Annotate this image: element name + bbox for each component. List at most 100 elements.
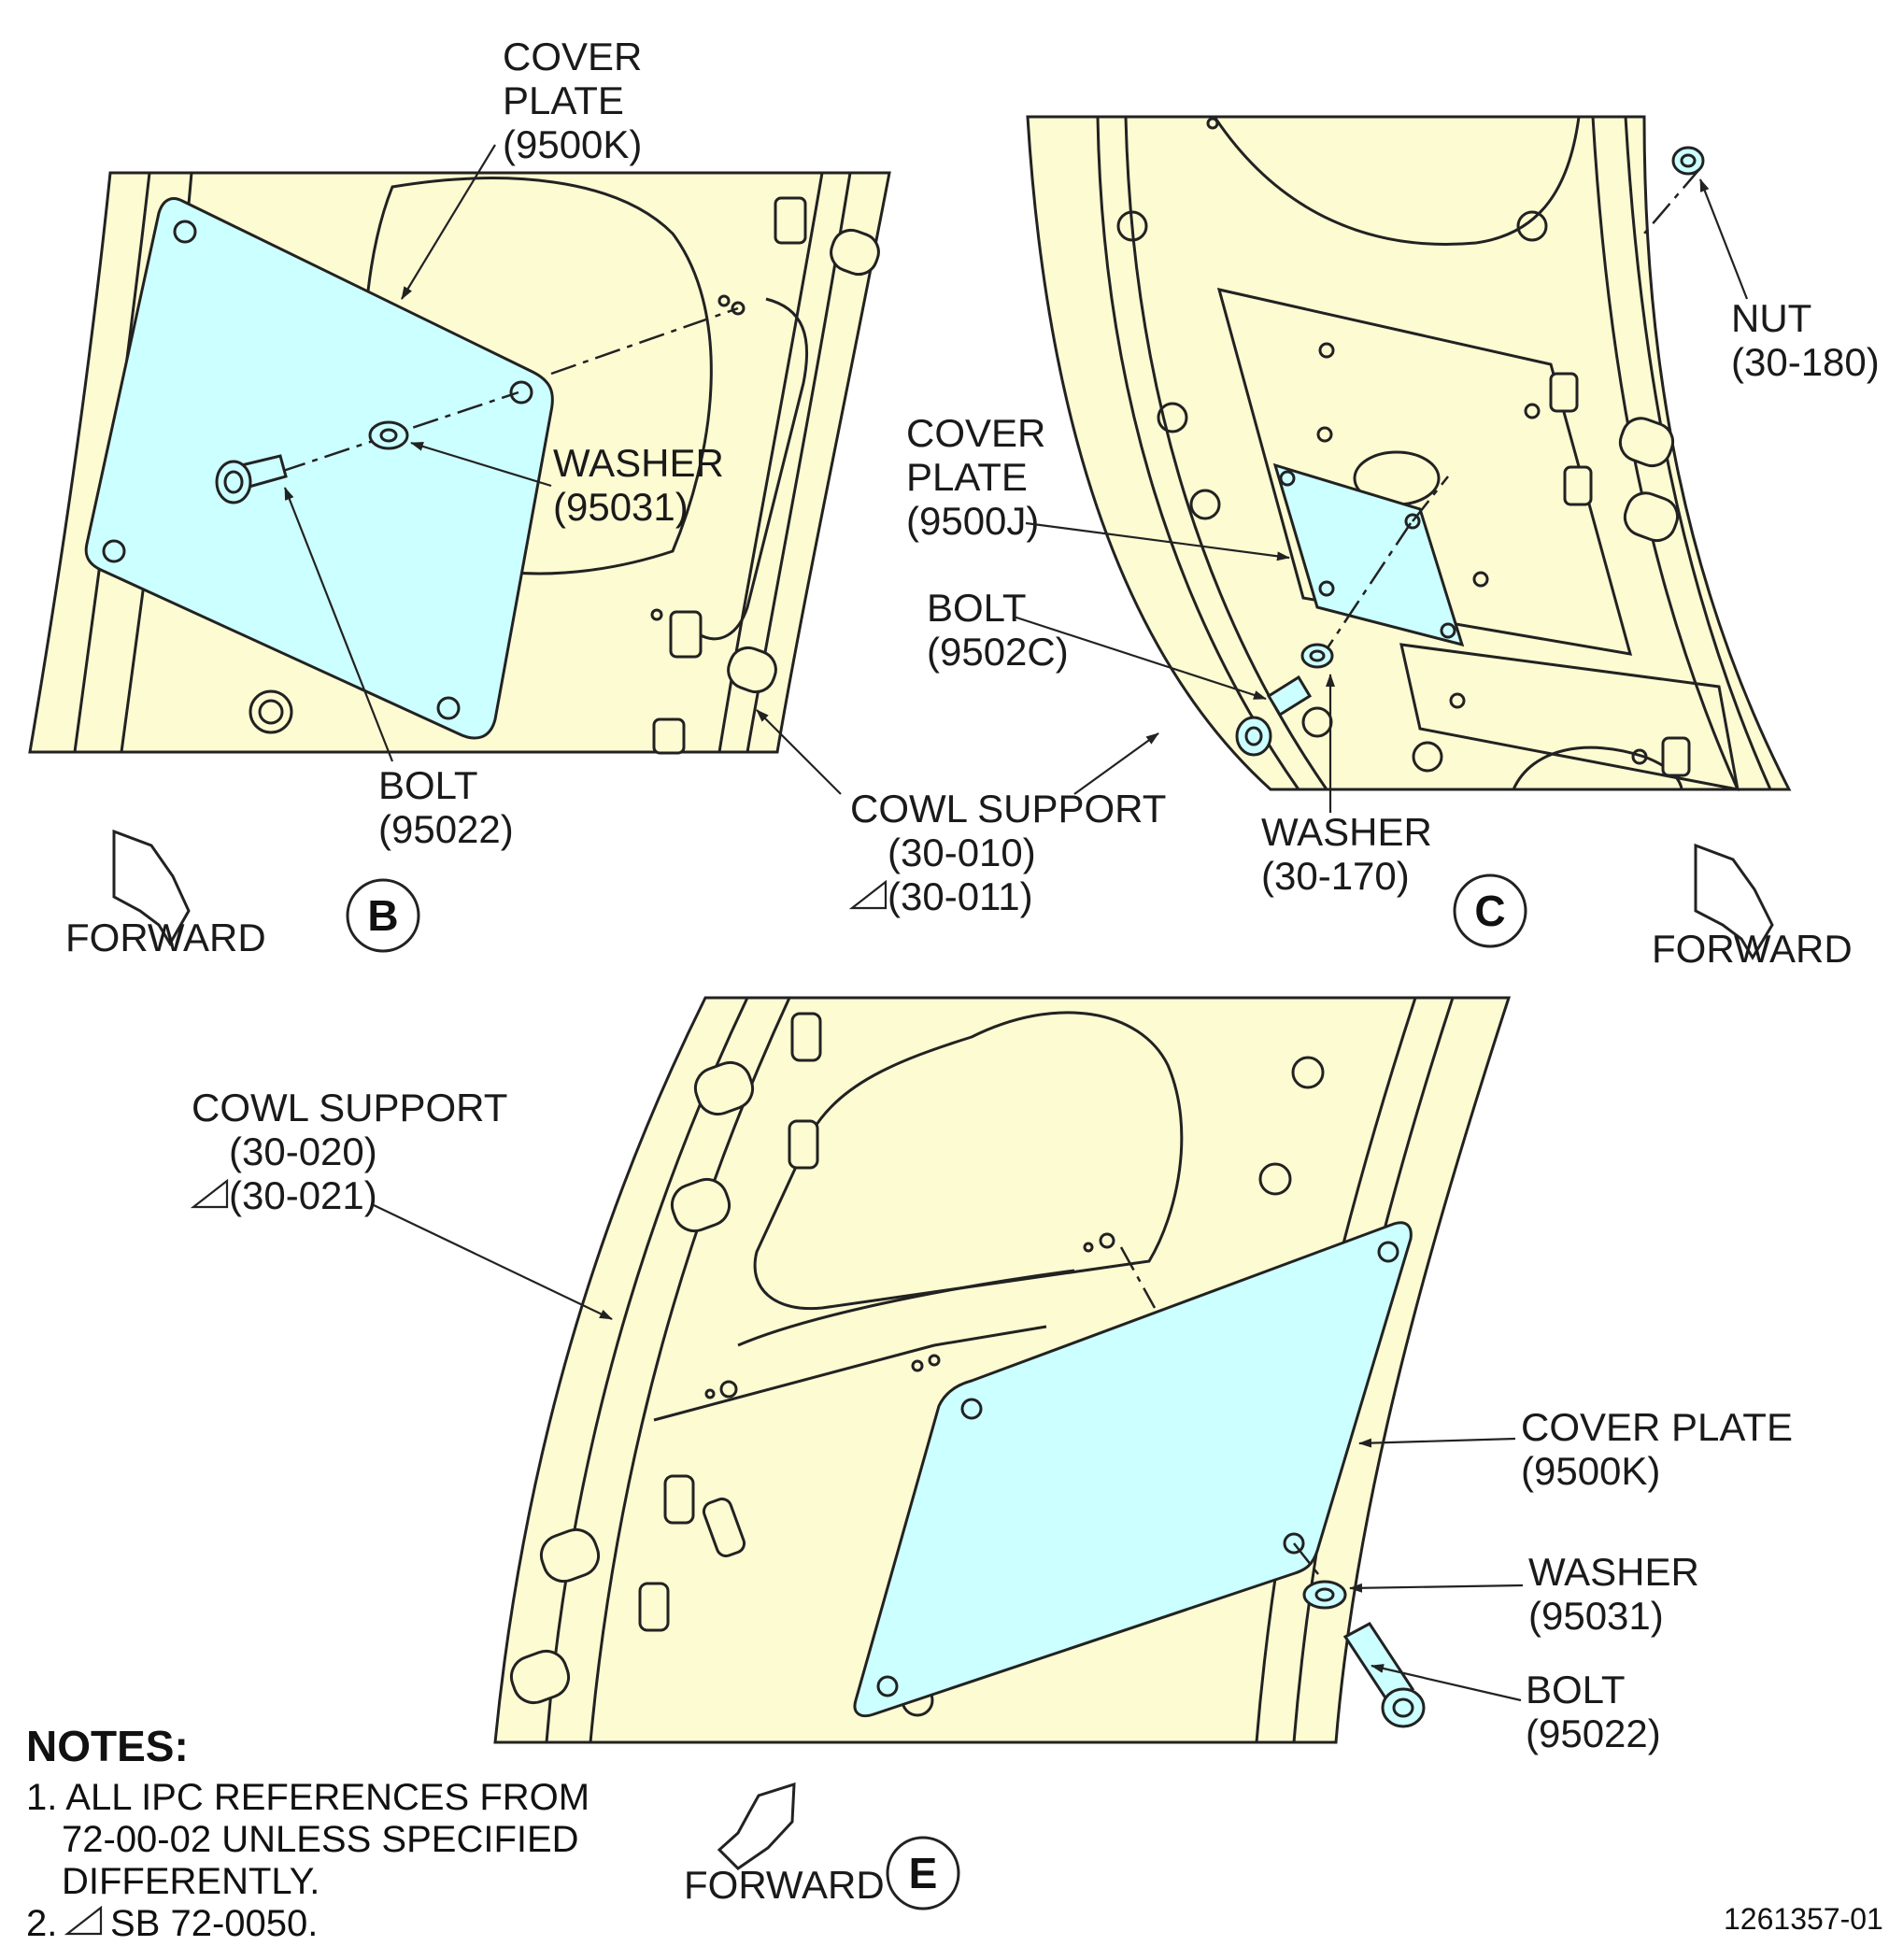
svg-text:(30-011): (30-011) [888, 874, 1033, 918]
svg-text:(30-021): (30-021) [229, 1173, 377, 1217]
label-e-washer-1: WASHER [1528, 1550, 1699, 1594]
svg-text:WASHER: WASHER [1261, 810, 1432, 854]
svg-text:COVER PLATE: COVER PLATE [1521, 1405, 1793, 1449]
svg-text:(30-180): (30-180) [1731, 340, 1880, 384]
view-e-id: E [909, 1849, 938, 1897]
svg-text:(9500K): (9500K) [1521, 1449, 1660, 1493]
bolt-c [1235, 675, 1313, 757]
svg-text:C: C [1474, 887, 1505, 935]
view-b-id: B [367, 891, 398, 940]
forward-arrow-b [112, 829, 191, 946]
svg-text:PLATE: PLATE [906, 455, 1028, 499]
label-b-bolt-1: BOLT [378, 763, 478, 807]
svg-text:BOLT: BOLT [927, 586, 1027, 630]
cover-plate-b [84, 197, 554, 740]
view-e: COWL SUPPORT (30-020) (30-021) COVER PLA… [190, 996, 1793, 1910]
label-e-cowl-support-2: (30-020) [229, 1129, 377, 1173]
view-c-id: C [1474, 887, 1505, 935]
forward-arrow-e [717, 1782, 796, 1870]
svg-text:BOLT: BOLT [1526, 1668, 1626, 1711]
washer-c [1300, 643, 1334, 669]
label-e-bolt-2: (95022) [1526, 1711, 1661, 1755]
svg-text:COWL SUPPORT: COWL SUPPORT [192, 1086, 507, 1129]
forward-arrow-c [1694, 843, 1774, 960]
cowl-support-bolt-holes-c [1116, 117, 1648, 773]
label-e-bolt-1: BOLT [1526, 1668, 1626, 1711]
label-e-cowl-support-3: (30-021) [229, 1173, 377, 1217]
cowl-support-structure-c [1026, 115, 1792, 791]
label-c-cover-plate-3: (9500J) [906, 499, 1039, 543]
svg-text:2.: 2. [26, 1903, 57, 1944]
sb-flag-e [190, 1178, 229, 1209]
label-e-cowl-support-1: COWL SUPPORT [192, 1086, 507, 1129]
notes-title: NOTES: [26, 1722, 189, 1770]
bolt-b [215, 454, 288, 504]
svg-text:WASHER: WASHER [553, 441, 724, 485]
note-1-line-3: DIFFERENTLY. [62, 1861, 320, 1902]
view-c: NUT (30-180) COVER PLATE (9500J) BOLT (9… [906, 115, 1880, 971]
label-b-washer-1: WASHER [553, 441, 724, 485]
label-b-cover-plate-1: COVER [503, 35, 642, 78]
label-e-washer-2: (95031) [1528, 1594, 1664, 1638]
notes: NOTES: 1. ALL IPC REFERENCES FROM 72-00-… [26, 1722, 589, 1944]
cover-plate-holes-c [1279, 470, 1456, 639]
svg-text:NUT: NUT [1731, 296, 1811, 340]
view-c-marker: C [1453, 873, 1527, 948]
cover-plate-holes-b [102, 220, 533, 720]
cover-plate-e [853, 1221, 1413, 1718]
label-e-cover-plate-1: COVER PLATE [1521, 1405, 1793, 1449]
cover-plate-holes-e [876, 1241, 1399, 1697]
svg-text:1261357-01: 1261357-01 [1724, 1902, 1883, 1936]
label-c-bolt-2: (9502C) [927, 630, 1069, 674]
svg-text:(9502C): (9502C) [927, 630, 1069, 674]
svg-text:NOTES:: NOTES: [26, 1722, 189, 1770]
svg-text:PLATE: PLATE [503, 78, 624, 122]
label-c-washer-1: WASHER [1261, 810, 1432, 854]
view-b: COVER PLATE (9500K) WASHER (95031) BOLT … [28, 35, 891, 959]
label-c-forward: FORWARD [1652, 927, 1853, 971]
label-cowl-support-bc-1: COWL SUPPORT [850, 787, 1166, 831]
label-c-cover-plate-2: PLATE [906, 455, 1028, 499]
svg-text:BOLT: BOLT [378, 763, 478, 807]
label-e-forward: FORWARD [684, 1863, 885, 1907]
label-cowl-support-bc-2: (30-010) [888, 831, 1036, 874]
svg-text:DIFFERENTLY.: DIFFERENTLY. [62, 1861, 320, 1902]
figure-number: 1261357-01 [1724, 1902, 1883, 1936]
svg-text:FORWARD: FORWARD [65, 916, 266, 959]
label-cowl-support-bc-3: (30-011) [888, 874, 1033, 918]
label-b-cover-plate-3: (9500K) [503, 122, 642, 166]
svg-text:WASHER: WASHER [1528, 1550, 1699, 1594]
svg-text:FORWARD: FORWARD [684, 1863, 885, 1907]
view-e-marker: E [886, 1836, 960, 1910]
cover-plate-c [1272, 462, 1465, 647]
washer-b [368, 420, 409, 450]
svg-text:COWL SUPPORT: COWL SUPPORT [850, 787, 1166, 831]
svg-text:COVER: COVER [906, 411, 1045, 455]
cowl-support-studs-e [509, 1012, 822, 1705]
note-2-number: 2. [26, 1903, 57, 1944]
label-b-forward: FORWARD [65, 916, 266, 959]
label-b-washer-2: (95031) [553, 485, 689, 529]
cowl-support-bolt-holes-e [704, 1056, 1325, 1717]
svg-text:B: B [367, 891, 398, 940]
svg-text:(95031): (95031) [1528, 1594, 1664, 1638]
label-c-nut-1: NUT [1731, 296, 1811, 340]
svg-text:(9500K): (9500K) [503, 122, 642, 166]
nut-c [1671, 146, 1705, 176]
svg-text:(9500J): (9500J) [906, 499, 1039, 543]
label-c-cover-plate-1: COVER [906, 411, 1045, 455]
svg-text:1. ALL IPC REFERENCES FROM: 1. ALL IPC REFERENCES FROM [26, 1777, 589, 1818]
svg-text:(95022): (95022) [1526, 1711, 1661, 1755]
sb-flag-note [64, 1905, 103, 1936]
washer-e [1302, 1580, 1347, 1610]
svg-text:COVER: COVER [503, 35, 642, 78]
svg-text:E: E [909, 1849, 938, 1897]
svg-text:FORWARD: FORWARD [1652, 927, 1853, 971]
label-e-cover-plate-2: (9500K) [1521, 1449, 1660, 1493]
cowl-support-studs-b [652, 196, 880, 755]
svg-text:(95022): (95022) [378, 807, 514, 851]
svg-text:72-00-02 UNLESS SPECIFIED: 72-00-02 UNLESS SPECIFIED [62, 1819, 579, 1860]
label-b-bolt-2: (95022) [378, 807, 514, 851]
svg-text:SB 72-0050.: SB 72-0050. [110, 1903, 318, 1944]
